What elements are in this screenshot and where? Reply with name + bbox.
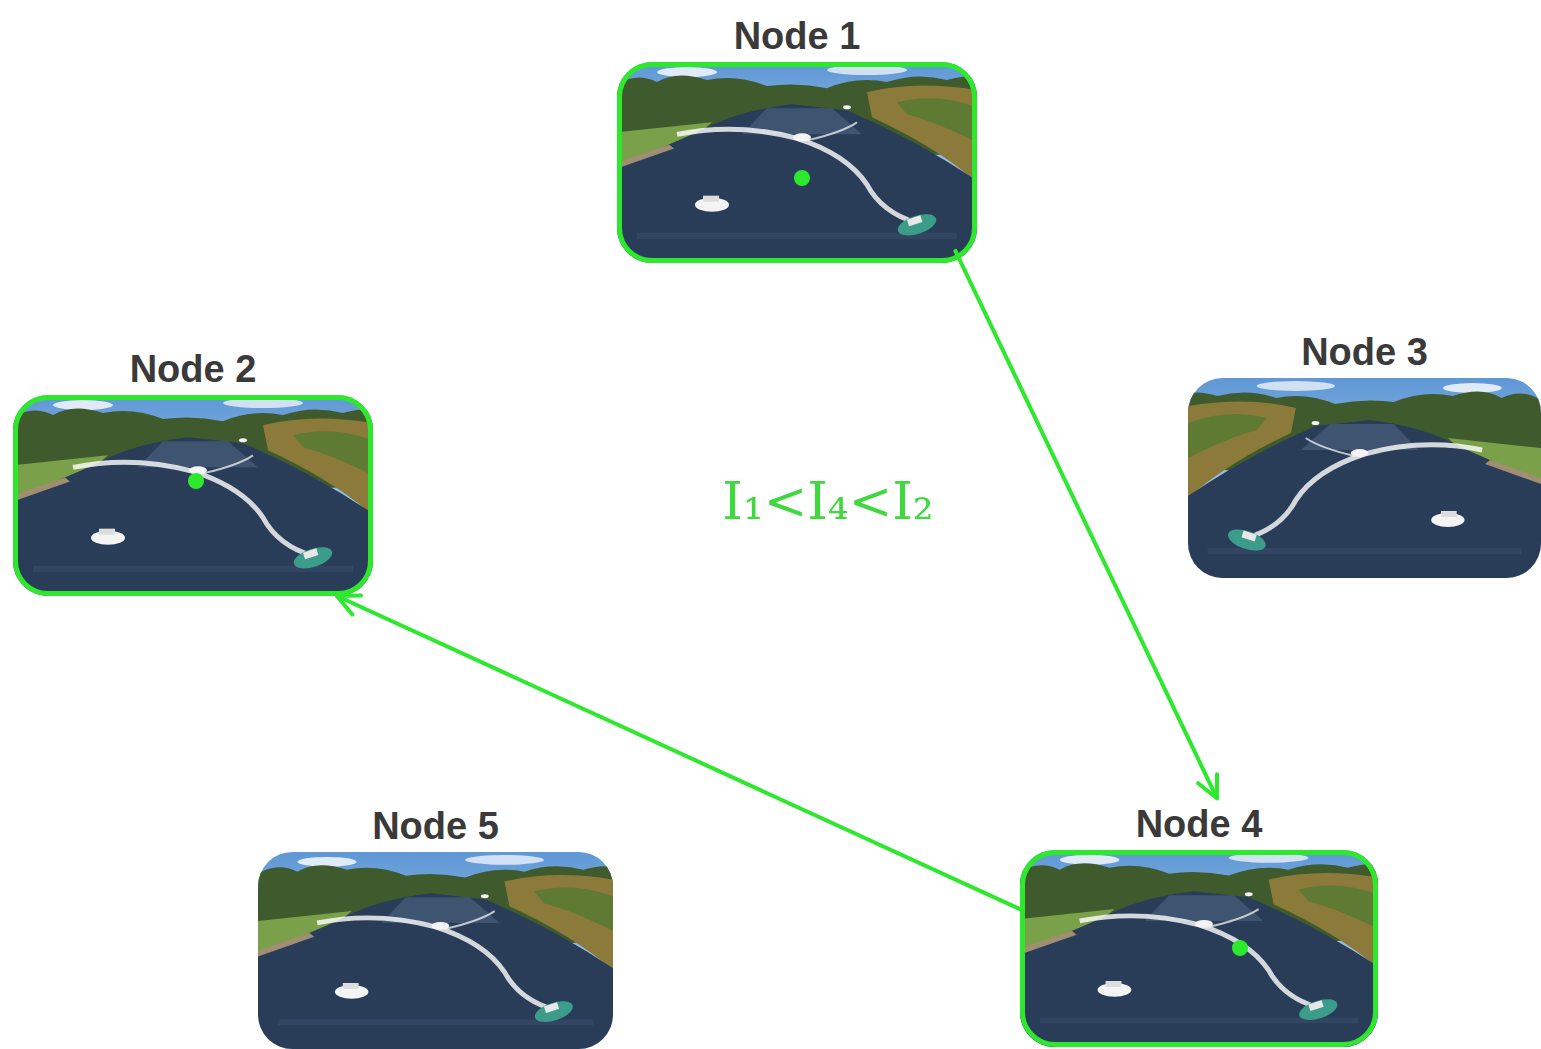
order-note: I₁<I₄<I₂ (722, 470, 933, 532)
photo-node: Node 5 (258, 852, 613, 1049)
arrow-connector (337, 596, 1020, 910)
photo-node: Node 3 (1188, 378, 1541, 578)
node-title: Node 1 (734, 16, 861, 58)
photo-node: Node 1 (617, 62, 977, 263)
node-title: Node 4 (1136, 804, 1263, 846)
node-title: Node 5 (372, 806, 499, 848)
point-marker (188, 473, 204, 489)
photo-node: Node 4 (1020, 850, 1378, 1047)
node-title: Node 2 (130, 349, 257, 391)
point-marker (1232, 940, 1248, 956)
photo-node: Node 2 (13, 395, 373, 596)
node-title: Node 3 (1301, 332, 1428, 374)
arrow-head (1198, 774, 1217, 798)
arrow-head (337, 596, 361, 615)
connector-line (955, 251, 1217, 798)
connector-line (337, 596, 1020, 909)
arrow-connector (955, 251, 1217, 798)
point-marker (794, 170, 810, 186)
